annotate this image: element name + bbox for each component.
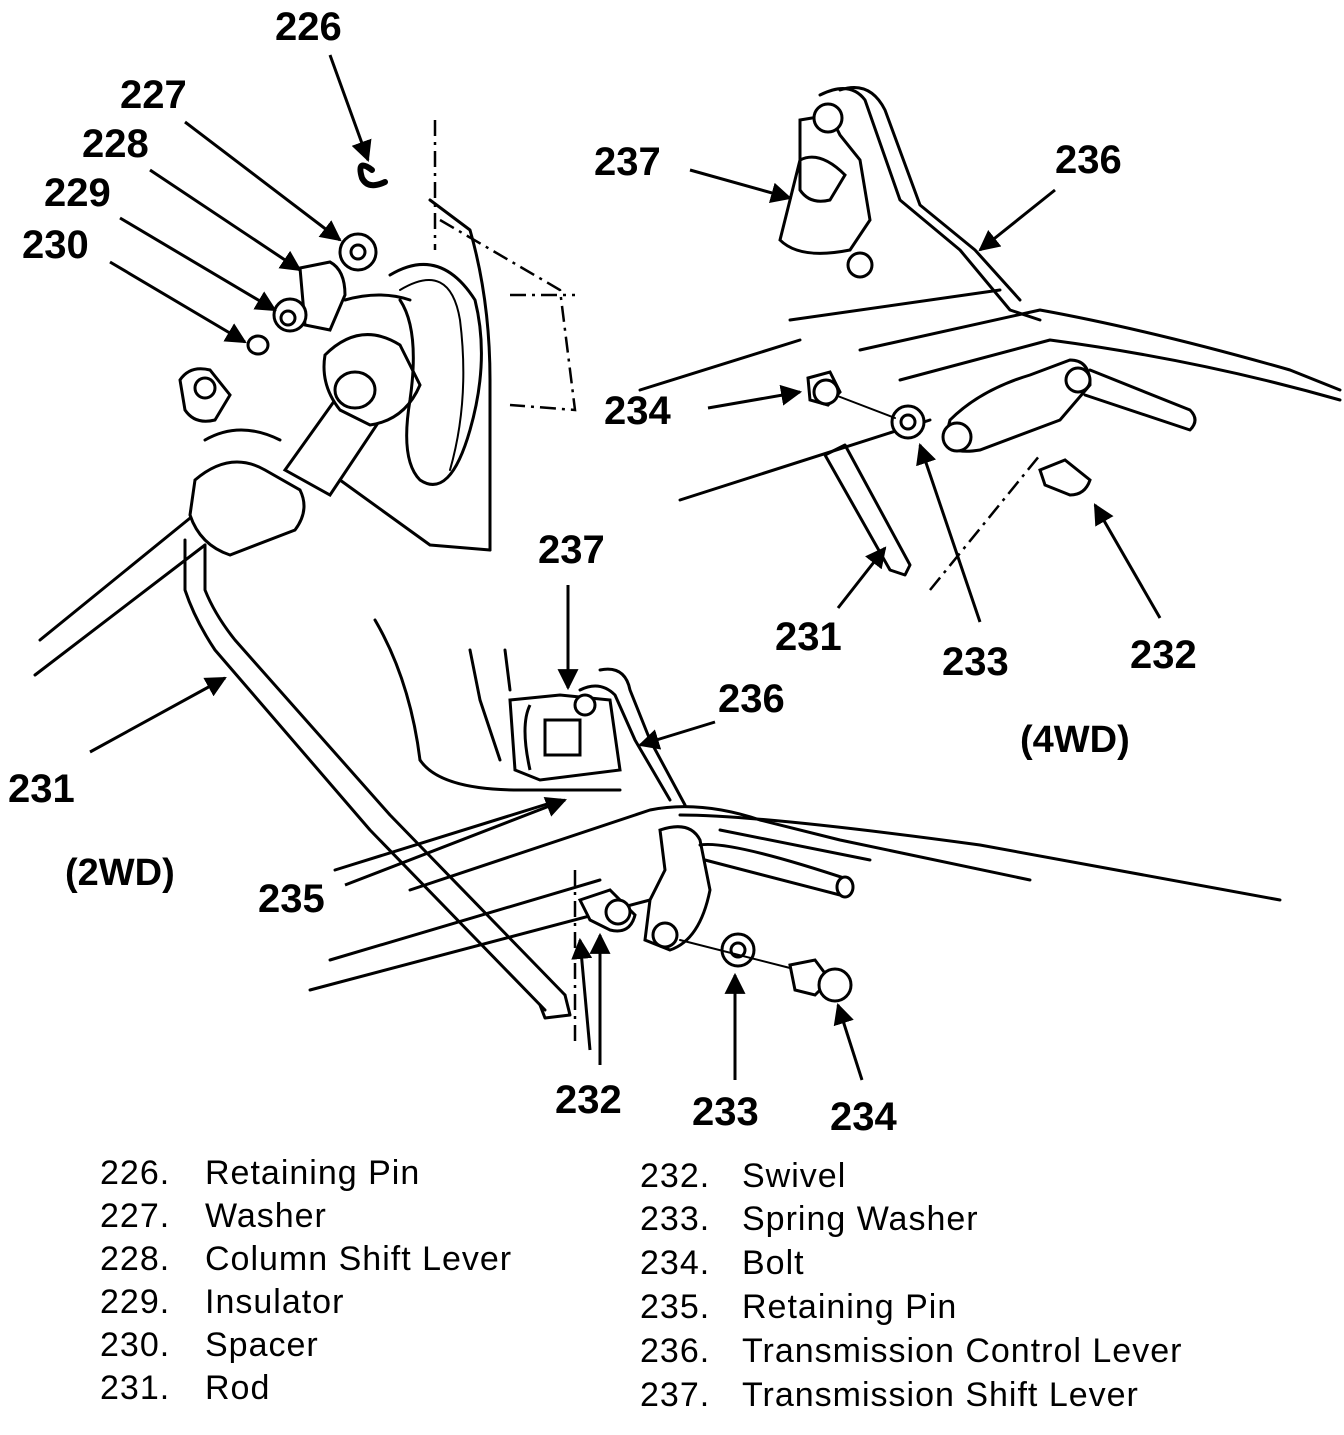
callout-234-4wd: 234 xyxy=(604,389,671,433)
callout-235: 235 xyxy=(258,877,325,921)
callout-236-2wd: 236 xyxy=(718,677,785,721)
legend-num: 234. xyxy=(640,1244,710,1282)
caption-2wd: (2WD) xyxy=(65,852,175,894)
callout-labels: 226 227 228 229 230 231 235 237 236 232 … xyxy=(8,5,1197,1139)
two-wd-linkage xyxy=(183,538,1282,1045)
legend-num: 226. xyxy=(100,1154,170,1192)
legend-num: 228. xyxy=(100,1240,170,1278)
callout-231-4wd: 231 xyxy=(775,615,842,659)
callout-231-left: 231 xyxy=(8,767,75,811)
callout-234-2wd: 234 xyxy=(830,1095,897,1139)
callout-arrows xyxy=(89,54,1162,1081)
legend-num: 227. xyxy=(100,1197,170,1235)
legend-num: 235. xyxy=(640,1288,710,1326)
legend-name: Bolt xyxy=(742,1244,805,1282)
callout-230: 230 xyxy=(22,223,89,267)
legend-num: 236. xyxy=(640,1332,710,1370)
callout-237-2wd: 237 xyxy=(538,528,605,572)
callout-227: 227 xyxy=(120,73,187,117)
legend-name: Spring Washer xyxy=(742,1200,979,1238)
legend-name: Transmission Control Lever xyxy=(742,1332,1182,1370)
caption-4wd: (4WD) xyxy=(1020,719,1130,761)
four-wd-linkage xyxy=(638,86,1342,591)
legend-num: 229. xyxy=(100,1283,170,1321)
callout-228: 228 xyxy=(82,122,149,166)
callout-232-2wd: 232 xyxy=(555,1078,622,1122)
legend-num: 230. xyxy=(100,1326,170,1364)
legend-name: Insulator xyxy=(205,1283,344,1321)
legend-name: Column Shift Lever xyxy=(205,1240,512,1278)
legend-name: Rod xyxy=(205,1369,270,1407)
legend-num: 232. xyxy=(640,1157,710,1195)
legend-name: Transmission Shift Lever xyxy=(742,1376,1139,1414)
callout-236-4wd: 236 xyxy=(1055,138,1122,182)
callout-237-4wd: 237 xyxy=(594,140,661,184)
legend-name: Spacer xyxy=(205,1326,319,1364)
callout-226: 226 xyxy=(275,5,342,49)
callout-233-4wd: 233 xyxy=(942,640,1009,684)
legend-num: 237. xyxy=(640,1376,710,1414)
callout-233-2wd: 233 xyxy=(692,1090,759,1134)
legend-num: 231. xyxy=(100,1369,170,1407)
callout-229: 229 xyxy=(44,171,111,215)
callout-232-4wd: 232 xyxy=(1130,633,1197,677)
legend-name: Retaining Pin xyxy=(742,1288,957,1326)
steering-column-assembly xyxy=(33,120,577,677)
legend-num: 233. xyxy=(640,1200,710,1238)
legend-name: Washer xyxy=(205,1197,327,1235)
legend-name: Swivel xyxy=(742,1157,846,1195)
parts-legend: 226. Retaining Pin 227. Washer 228. Colu… xyxy=(100,1154,1182,1414)
legend-name: Retaining Pin xyxy=(205,1154,420,1192)
